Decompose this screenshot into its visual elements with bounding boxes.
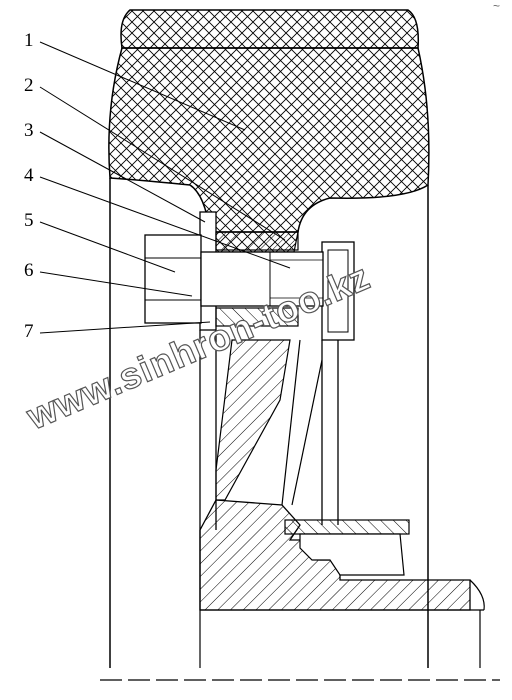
clamp-ring-bottom	[215, 307, 299, 327]
bolt-head	[144, 234, 202, 324]
callout-3: 3	[24, 120, 34, 141]
tire-body	[108, 47, 430, 233]
spoke-line-2	[291, 359, 323, 506]
leader-1	[39, 41, 246, 131]
callout-5: 5	[24, 210, 34, 231]
leader-6	[39, 271, 193, 297]
callout-6: 6	[24, 260, 34, 281]
bolt-shank	[200, 251, 324, 307]
leader-2	[39, 86, 286, 241]
callout-1: 1	[24, 30, 34, 51]
callout-2: 2	[24, 75, 34, 96]
bearing-race	[299, 533, 405, 576]
leader-7	[39, 321, 211, 334]
leader-5	[39, 221, 176, 273]
nut-right-inner	[327, 249, 349, 333]
clamp-ring-top	[215, 231, 299, 251]
tire-tread	[120, 9, 420, 49]
callout-7: 7	[24, 321, 34, 342]
spoke-line	[281, 339, 301, 506]
callout-4: 4	[24, 165, 34, 186]
leader-4	[39, 176, 291, 269]
disc-spoke	[215, 339, 291, 501]
leader-3	[39, 131, 206, 223]
corner-mark: ~	[493, 0, 500, 13]
axle-end	[469, 579, 485, 611]
bearing-block	[284, 519, 410, 535]
